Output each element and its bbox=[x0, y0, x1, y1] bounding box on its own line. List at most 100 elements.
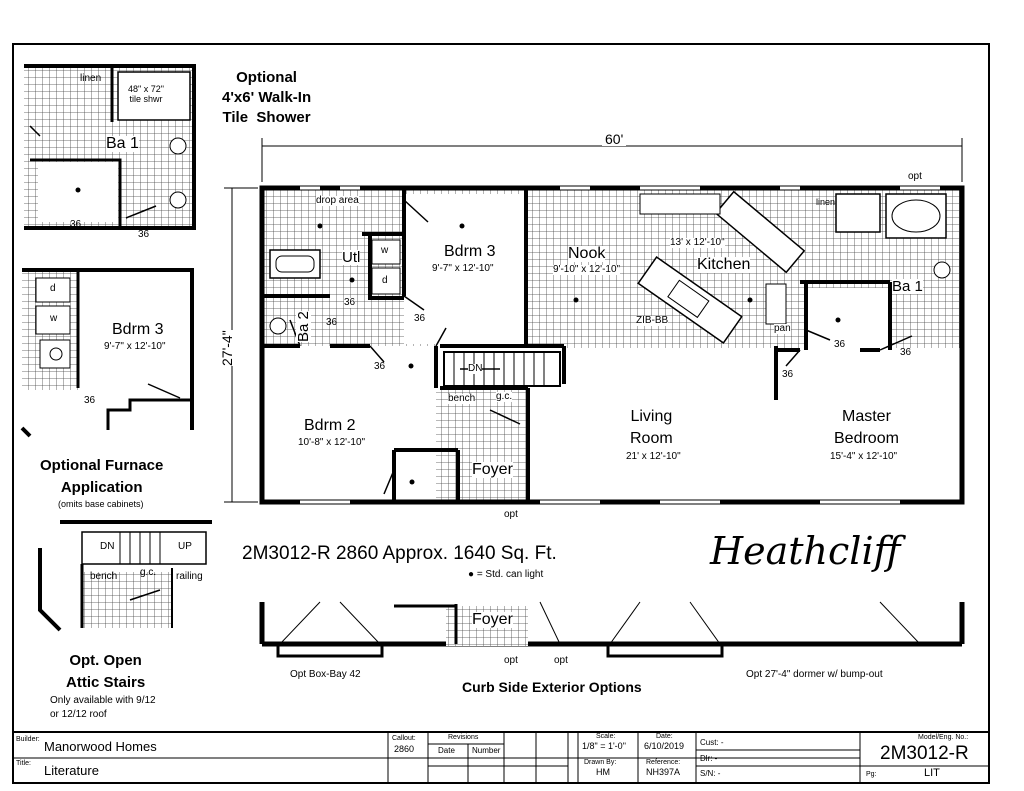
revisions-label: Revisions bbox=[448, 734, 479, 741]
living-name: Living Room bbox=[630, 408, 673, 447]
bench-label: bench bbox=[448, 393, 476, 404]
sn-label: S/N: - bbox=[700, 769, 721, 778]
furnace-inset bbox=[20, 268, 194, 438]
exterior-wall bbox=[259, 185, 965, 505]
title-label: Title: bbox=[16, 760, 31, 767]
callout-label: Callout: bbox=[392, 735, 416, 742]
kitchen-size: 13' x 12'-10" bbox=[670, 237, 725, 248]
ref-label: Reference: bbox=[646, 759, 681, 766]
curb-foyer: Foyer bbox=[472, 611, 513, 628]
depth-dimension: 27'-4" bbox=[219, 330, 235, 366]
attic-up: UP bbox=[178, 541, 192, 552]
zib-label: ZIB-BB bbox=[636, 315, 669, 326]
dlr-label: Dlr: - bbox=[700, 754, 718, 763]
date-label: Date: bbox=[656, 733, 673, 740]
plan-headline: 2M3012-R 2860 Approx. 1640 Sq. Ft. bbox=[242, 543, 557, 564]
kitchen-name: Kitchen bbox=[697, 256, 751, 273]
stair-dn: DN bbox=[468, 363, 483, 374]
master-name: Master Bedroom bbox=[834, 408, 899, 447]
opt-foyer: opt bbox=[504, 509, 518, 520]
callout-value: 2860 bbox=[394, 744, 415, 754]
door-36-ba1: 36 bbox=[900, 347, 912, 358]
drawn-value: HM bbox=[596, 767, 610, 777]
width-dimension: 60' bbox=[602, 132, 627, 146]
living-floor bbox=[528, 350, 772, 500]
rev-date-col: Date bbox=[438, 746, 455, 755]
ba2-label: Ba 2 bbox=[295, 311, 312, 342]
inset-linen: linen bbox=[80, 73, 102, 84]
attic-railing: railing bbox=[176, 571, 203, 582]
curb-opt-1: opt bbox=[504, 655, 518, 666]
nook-name: Nook bbox=[568, 245, 606, 262]
inset-door-36c: 36 bbox=[84, 395, 96, 406]
living-size: 21' x 12'-10" bbox=[626, 451, 681, 462]
bdrm2-size: 10'-8" x 12'-10" bbox=[298, 437, 366, 448]
inset-bdrm3: Bdrm 3 bbox=[112, 321, 164, 338]
inset-door-36a: 36 bbox=[70, 219, 82, 230]
attic-title: Opt. Open Attic Stairs bbox=[66, 652, 146, 691]
sheet-border bbox=[12, 43, 990, 784]
rev-number-col: Number bbox=[472, 746, 501, 755]
door-36-bath2: 36 bbox=[344, 297, 356, 308]
builder-value: Manorwood Homes bbox=[44, 739, 157, 754]
utl-label: Utl bbox=[342, 249, 361, 266]
curb-opt-2: opt bbox=[554, 655, 568, 666]
curb-dormer: Opt 27'-4" dormer w/ bump-out bbox=[746, 669, 883, 680]
washer: w bbox=[381, 245, 389, 256]
bdrm2-name: Bdrm 2 bbox=[304, 417, 356, 434]
scale-label: Scale: bbox=[596, 733, 616, 740]
bdrm2-floor bbox=[268, 352, 428, 500]
ba1-label: Ba 1 bbox=[892, 278, 923, 295]
door-36-master: 36 bbox=[782, 369, 794, 380]
model-label: Model/Eng. No.: bbox=[918, 734, 969, 741]
opt-top: opt bbox=[908, 171, 922, 182]
inset-door-36b: 36 bbox=[138, 229, 150, 240]
master-floor bbox=[776, 352, 960, 500]
pan-label: pan bbox=[774, 323, 791, 334]
attic-bench: bench bbox=[90, 571, 118, 582]
door-36-closet: 36 bbox=[834, 339, 846, 350]
builder-label: Builder: bbox=[16, 736, 40, 743]
curb-side-exterior bbox=[259, 601, 965, 658]
can-light-legend: ● = Std. can light bbox=[468, 569, 544, 580]
drop-area: drop area bbox=[316, 195, 359, 206]
nook-size: 9'-10" x 12'-10" bbox=[553, 264, 621, 275]
furnace-note: (omits base cabinets) bbox=[58, 499, 144, 509]
attic-dn: DN bbox=[100, 541, 115, 552]
linen-label: linen bbox=[816, 197, 836, 207]
home-name: Heathcliff bbox=[710, 529, 901, 573]
dryer: d bbox=[382, 275, 388, 286]
gc-label: g.c. bbox=[496, 391, 513, 402]
attic-stairs-inset bbox=[38, 520, 212, 632]
title-value: Literature bbox=[44, 763, 99, 778]
door-36-bdrm2: 36 bbox=[374, 361, 386, 372]
pg-value: LIT bbox=[924, 767, 940, 779]
curb-boxbay: Opt Box-Bay 42 bbox=[290, 669, 361, 680]
inset-shower: 48" x 72" tile shwr bbox=[128, 84, 164, 104]
main-floor-plan bbox=[224, 138, 965, 505]
foyer-label: Foyer bbox=[472, 461, 513, 478]
walkin-title: Optional 4'x6' Walk-In Tile Shower bbox=[222, 69, 312, 126]
scale-value: 1/8" = 1'-0" bbox=[582, 741, 626, 751]
inset-bdrm3-size: 9'-7" x 12'-10" bbox=[104, 341, 166, 352]
door-36-bdrm3: 36 bbox=[414, 313, 426, 324]
master-size: 15'-4" x 12'-10" bbox=[830, 451, 898, 462]
furnace-title: Optional Furnace Application bbox=[40, 457, 164, 496]
inset-d: d bbox=[50, 283, 56, 294]
title-block-grid bbox=[13, 732, 989, 783]
attic-gc: g.c. bbox=[140, 567, 157, 578]
bdrm3-size: 9'-7" x 12'-10" bbox=[432, 263, 494, 274]
curb-title: Curb Side Exterior Options bbox=[462, 679, 642, 695]
foyer-tile bbox=[436, 388, 528, 500]
attic-note: Only available with 9/12 or 12/12 roof bbox=[50, 695, 156, 720]
door-36-bath2b: 36 bbox=[326, 317, 338, 328]
date-value: 6/10/2019 bbox=[644, 741, 685, 751]
bdrm3-name: Bdrm 3 bbox=[444, 243, 496, 260]
cust-label: Cust: - bbox=[700, 738, 724, 747]
inset-ba1: Ba 1 bbox=[106, 135, 139, 152]
pg-label: Pg: bbox=[866, 771, 877, 778]
ref-value: NH397A bbox=[646, 767, 681, 777]
drawn-label: Drawn By: bbox=[584, 759, 617, 766]
inset-w: w bbox=[50, 313, 58, 324]
